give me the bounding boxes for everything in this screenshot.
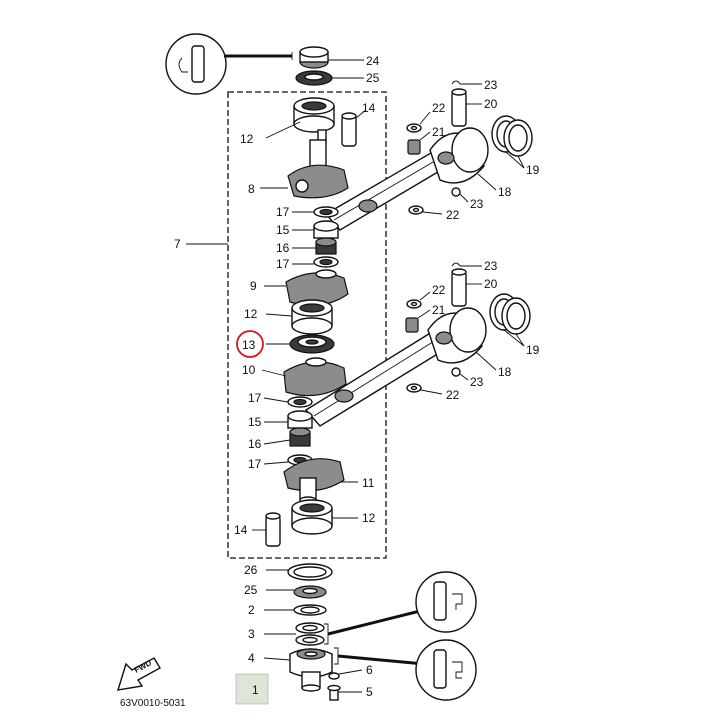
callout-18-b: 18	[498, 365, 512, 379]
callout-17-c: 17	[248, 391, 262, 405]
callout-20-b: 20	[484, 277, 498, 291]
callout-4: 4	[248, 651, 255, 665]
middle-main-bearing	[265, 299, 333, 335]
bottom-crank-web	[283, 458, 358, 504]
callout-3: 3	[248, 627, 255, 641]
lower-piston-pin	[451, 268, 482, 307]
callout-22-c: 22	[432, 283, 446, 297]
callout-12-mid: 12	[244, 307, 258, 321]
callout-6: 6	[366, 663, 373, 677]
housing-bolt-and-washer	[327, 669, 363, 701]
crankshaft-assembly-frame	[227, 91, 387, 559]
callout-18-a: 18	[498, 185, 512, 199]
upper-piston-pin	[451, 88, 482, 127]
upper-small-end-bearing	[407, 131, 431, 155]
callout-16-b: 16	[248, 437, 262, 451]
lower-washers	[406, 291, 443, 395]
callout-2: 2	[248, 603, 255, 617]
lower-piston-clips	[451, 262, 482, 381]
callout-19-b: 19	[526, 343, 540, 357]
upper-piston-clips	[451, 80, 482, 203]
callout-8: 8	[248, 182, 255, 196]
callout-labels: 24 25 23 22 20 21 19 18 23 22 14 12 8 17…	[174, 54, 540, 699]
upper-washers	[406, 111, 443, 215]
lower-crank-web	[261, 357, 347, 397]
callout-17-d: 17	[248, 457, 262, 471]
callout-19-a: 19	[526, 163, 540, 177]
callout-9: 9	[250, 279, 257, 293]
upper-big-end-bearing-stack	[292, 206, 339, 268]
bottom-seal-stack	[264, 563, 425, 646]
callout-21-b: 21	[432, 303, 446, 317]
upper-piston-rings	[491, 115, 533, 169]
callout-22-b: 22	[446, 208, 460, 222]
callout-25-bot: 25	[244, 583, 258, 597]
callout-14-top: 14	[362, 101, 376, 115]
callout-22-d: 22	[446, 388, 460, 402]
top-main-bearing	[265, 97, 335, 139]
callout-24: 24	[366, 54, 380, 68]
callout-25-top: 25	[366, 71, 380, 85]
upper-crankshaft-web	[260, 129, 349, 199]
callout-7: 7	[174, 237, 181, 251]
part-number-code: 63V0010-5031	[120, 698, 186, 709]
callout-26: 26	[244, 563, 258, 577]
seal-detail-inset	[415, 571, 477, 633]
top-oil-seal	[295, 46, 364, 86]
callout-22-a: 22	[432, 101, 446, 115]
top-detail-inset	[165, 33, 293, 95]
lower-piston	[427, 307, 497, 371]
top-dowel-pin	[341, 109, 367, 147]
callout-12-top: 12	[240, 132, 254, 146]
callout-11: 11	[362, 476, 375, 490]
callout-1: 1	[252, 683, 259, 697]
callout-23-a: 23	[484, 78, 498, 92]
callout-10: 10	[242, 363, 256, 377]
lower-small-end-bearing	[405, 309, 431, 333]
labyrinth-seal	[266, 334, 335, 354]
callout-13-highlight	[236, 330, 264, 358]
callout-15-a: 15	[276, 223, 290, 237]
callout-5: 5	[366, 685, 373, 699]
callout-14-bot: 14	[234, 523, 248, 537]
lower-piston-rings	[489, 293, 531, 347]
callout-20-a: 20	[484, 97, 498, 111]
bottom-main-bearing	[291, 499, 358, 535]
callout-23-d: 23	[470, 375, 484, 389]
part-1-shaded-box	[235, 673, 269, 705]
callout-21-a: 21	[432, 125, 446, 139]
upper-piston	[429, 127, 497, 191]
bottom-dowel-pin	[252, 512, 281, 547]
callout-15-b: 15	[248, 415, 262, 429]
housing-detail-inset	[415, 639, 477, 701]
lower-big-end-bearing-stack	[263, 396, 313, 466]
callout-23-b: 23	[470, 197, 484, 211]
bottom-bearing-housing	[263, 647, 425, 692]
callout-13: 13	[242, 338, 256, 352]
callout-16-a: 16	[276, 241, 290, 255]
callout-17-a: 17	[276, 205, 290, 219]
callout-12-bot: 12	[362, 511, 376, 525]
callout-23-c: 23	[484, 259, 498, 273]
forward-arrow-icon: FWD	[116, 657, 161, 691]
callout-17-b: 17	[276, 257, 290, 271]
